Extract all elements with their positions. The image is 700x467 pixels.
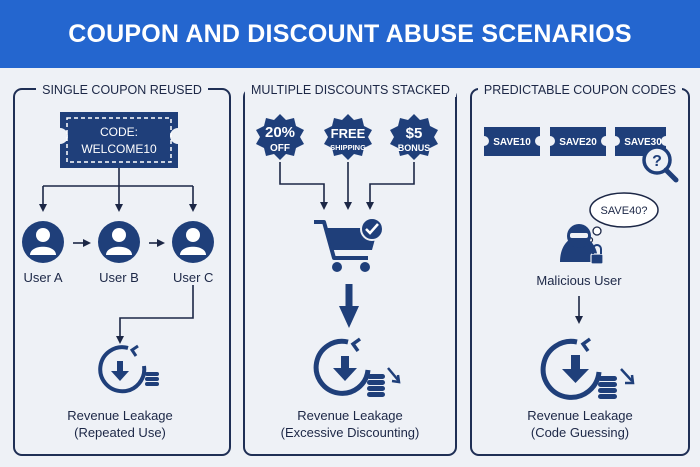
discount-badge-free-shipping: FREE SHIPPING xyxy=(324,114,372,160)
panel-single-coupon: SINGLE COUPON REUSED xyxy=(13,83,231,456)
svg-text:?: ? xyxy=(652,153,662,170)
badge-sub: BONUS xyxy=(398,143,431,153)
badge-to-cart-arrows xyxy=(279,162,415,210)
user-a-label: User A xyxy=(23,270,63,285)
user-c-icon xyxy=(172,221,214,263)
coupon-code-label: CODE: xyxy=(100,125,138,139)
code-label: SAVE10 xyxy=(493,137,531,148)
panel-predictable-codes: PREDICTABLE COUPON CODES xyxy=(470,83,690,456)
coupon-code-save20: SAVE20 xyxy=(550,127,606,156)
user-a-icon xyxy=(22,221,64,263)
discount-badge-20-off: 20% OFF xyxy=(256,114,304,160)
panel-title: SINGLE COUPON REUSED xyxy=(36,83,208,97)
caption-line2: (Code Guessing) xyxy=(530,425,630,440)
badge-sub: OFF xyxy=(270,143,290,154)
shopping-cart-icon xyxy=(314,217,384,272)
hacker-icon xyxy=(560,224,604,265)
badge-value: $5 xyxy=(406,125,423,142)
caption-line2: (Excessive Discounting) xyxy=(280,425,420,440)
caption-line1: Revenue Leakage xyxy=(67,408,173,423)
revenue-leak-icon xyxy=(98,344,159,394)
magnifier-question-icon: ? xyxy=(642,145,679,183)
caption-line2: (Repeated Use) xyxy=(74,425,166,440)
badge-sub: SHIPPING xyxy=(330,143,366,152)
discount-badge-5-bonus: $5 BONUS xyxy=(390,114,438,160)
badge-value: 20% xyxy=(265,124,295,141)
title-banner: COUPON AND DISCOUNT ABUSE SCENARIOS xyxy=(0,0,700,68)
code-label: SAVE30 xyxy=(624,137,662,148)
coupon-ticket-icon: CODE: WELCOME10 xyxy=(60,112,178,168)
revenue-leak-icon xyxy=(540,337,635,400)
panel-stacked-discounts: MULTIPLE DISCOUNTS STACKED xyxy=(243,83,457,456)
page-title: COUPON AND DISCOUNT ABUSE SCENARIOS xyxy=(68,19,632,48)
thought-bubble: SAVE40? xyxy=(586,192,659,244)
coupon-distribution-arrows xyxy=(39,168,197,344)
user-b-icon xyxy=(98,221,140,263)
badge-value: FREE xyxy=(331,126,366,141)
caption-line1: Revenue Leakage xyxy=(297,408,403,423)
guess-code: SAVE40? xyxy=(601,205,648,217)
panel-title: MULTIPLE DISCOUNTS STACKED xyxy=(245,83,456,97)
user-c-label: User C xyxy=(173,270,214,285)
actor-label: Malicious User xyxy=(536,273,622,288)
user-b-label: User B xyxy=(99,270,139,285)
panel-title: PREDICTABLE COUPON CODES xyxy=(477,83,683,97)
revenue-leak-icon xyxy=(313,337,401,397)
caption-line1: Revenue Leakage xyxy=(527,408,633,423)
coupon-code-save10: SAVE10 xyxy=(484,127,540,156)
code-label: SAVE20 xyxy=(559,137,597,148)
coupon-code-value: WELCOME10 xyxy=(81,142,157,156)
